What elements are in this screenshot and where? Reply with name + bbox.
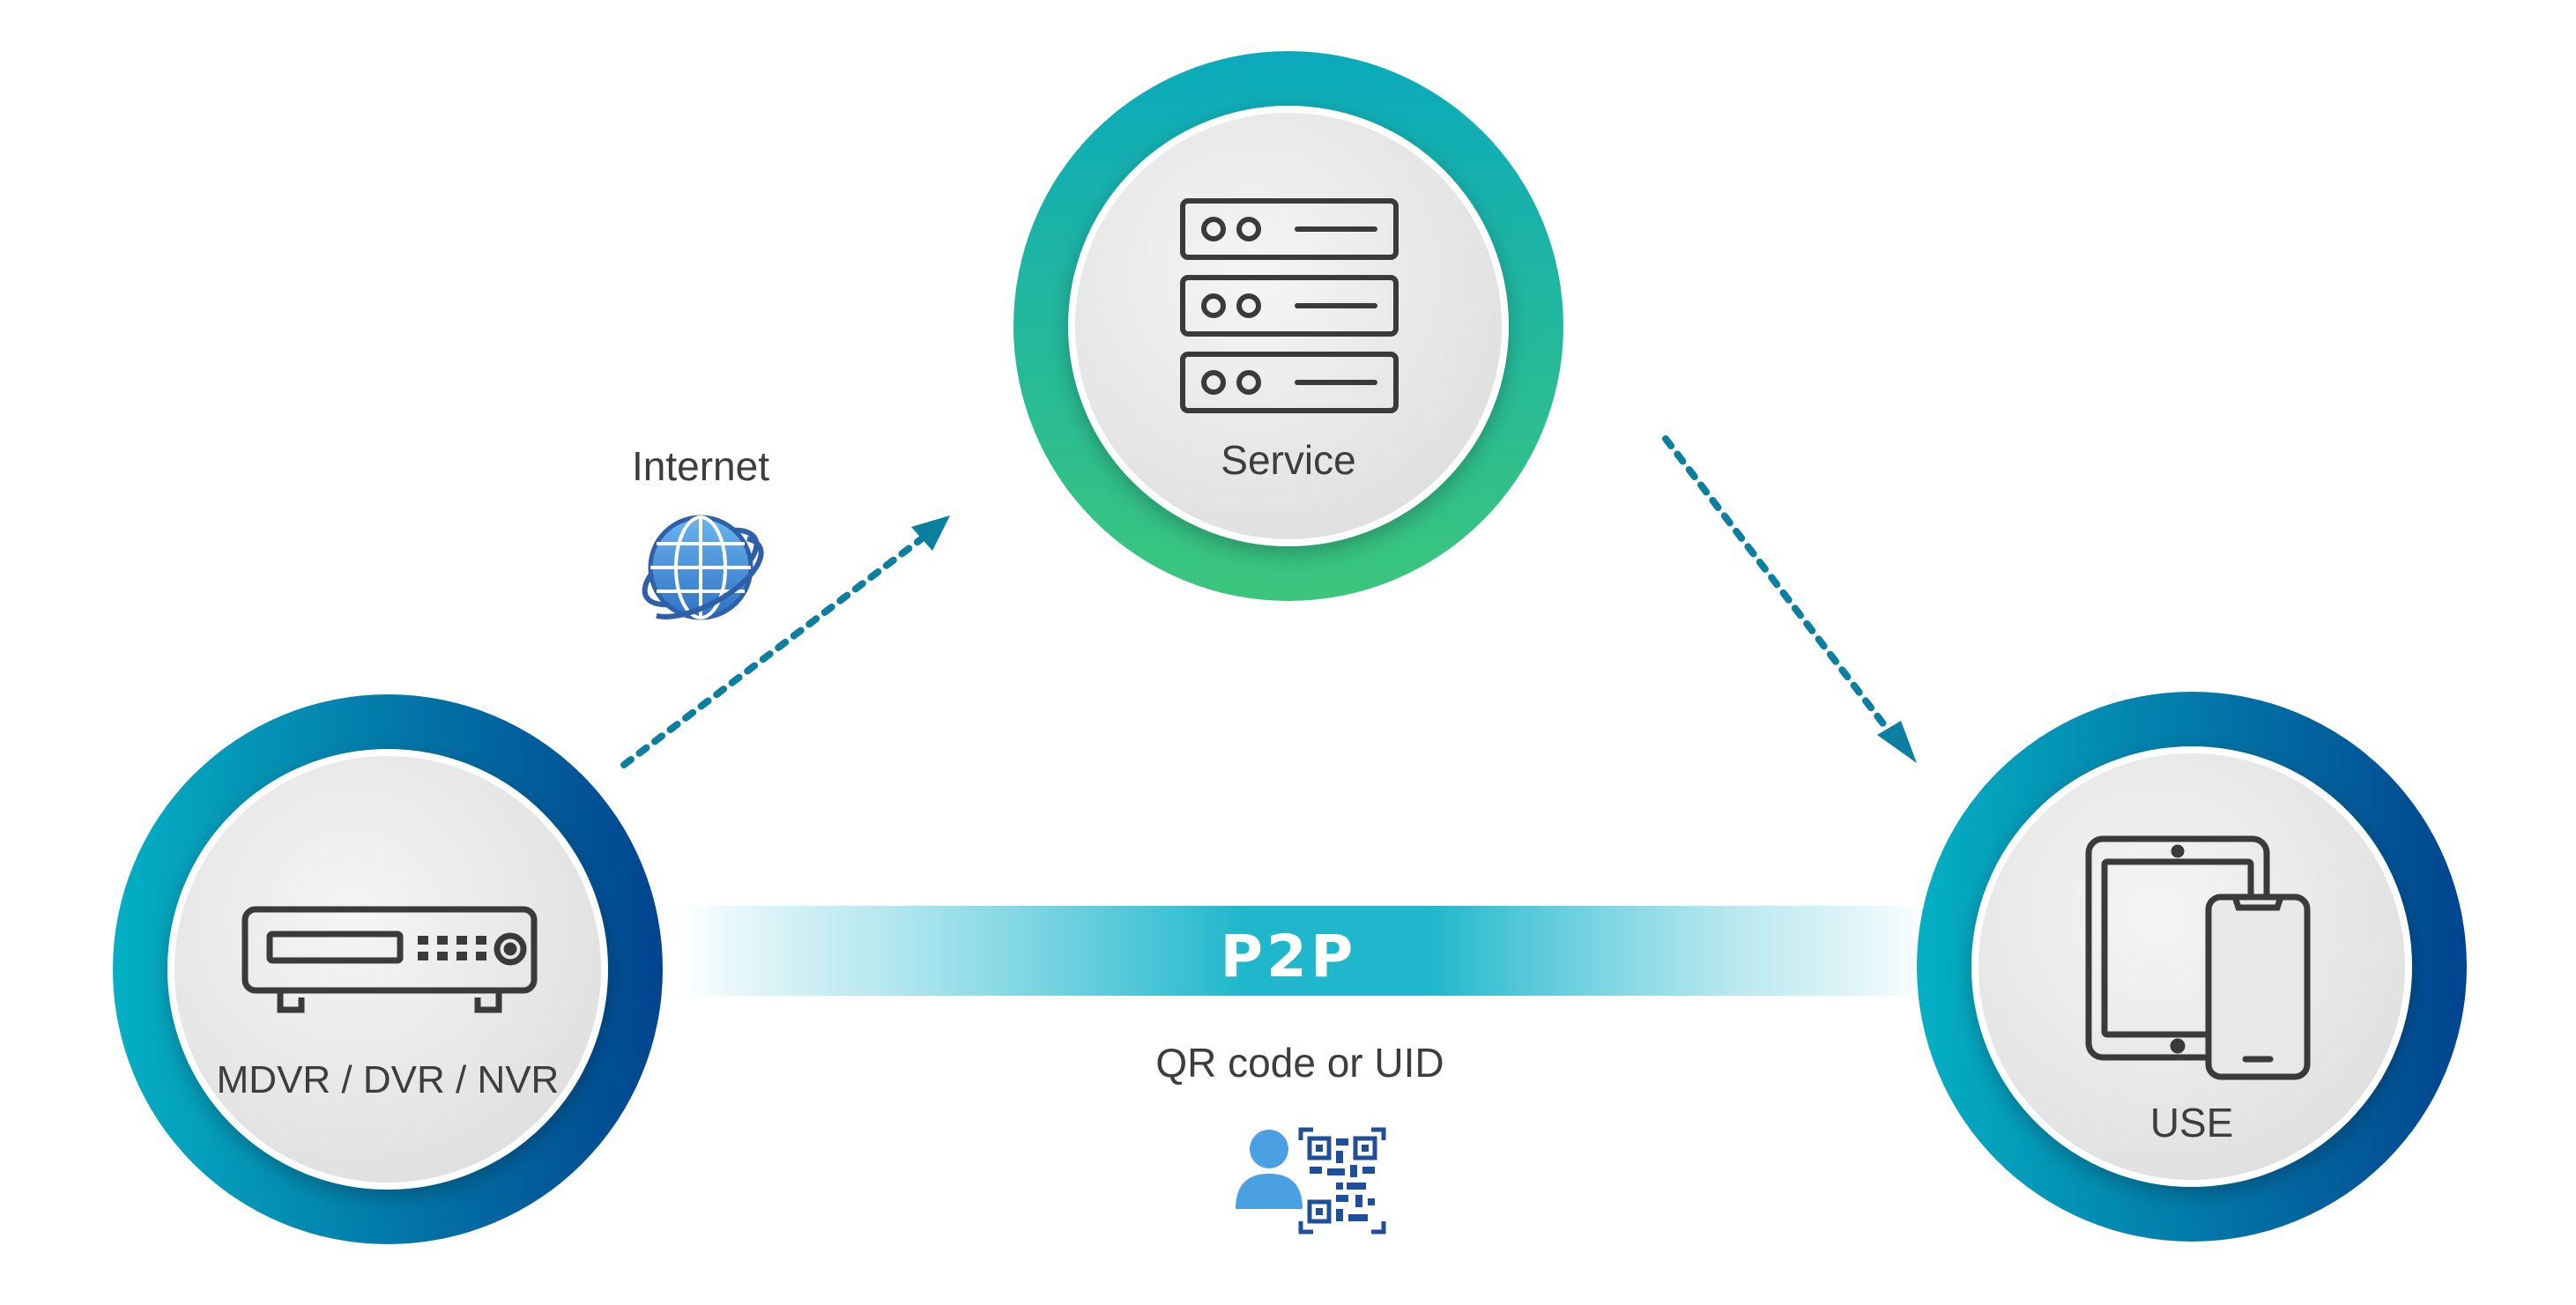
user-label: USE [2150,1100,2234,1146]
internet-label: Internet [632,443,769,489]
dvr-recorder-icon [241,906,538,1013]
service-node: Service [1013,51,1563,601]
user-node: USE [1917,692,2467,1242]
service-label: Service [1221,437,1355,483]
p2p-link: P2P [679,906,1930,996]
tablet-phone-icon [2085,835,2311,1080]
delivery-arrow [1662,435,1917,763]
p2p-band [679,906,1930,996]
server-rack-icon [1180,198,1399,413]
p2p-label: P2P [1221,923,1357,990]
internet-arrow [620,515,950,768]
globe-icon [642,515,764,620]
user-qr-code-icon [1236,1127,1386,1235]
recorder-node: MDVR / DVR / NVR [113,694,663,1244]
access-label: QR code or UID [1155,1040,1444,1086]
recorder-label: MDVR / DVR / NVR [217,1058,560,1101]
